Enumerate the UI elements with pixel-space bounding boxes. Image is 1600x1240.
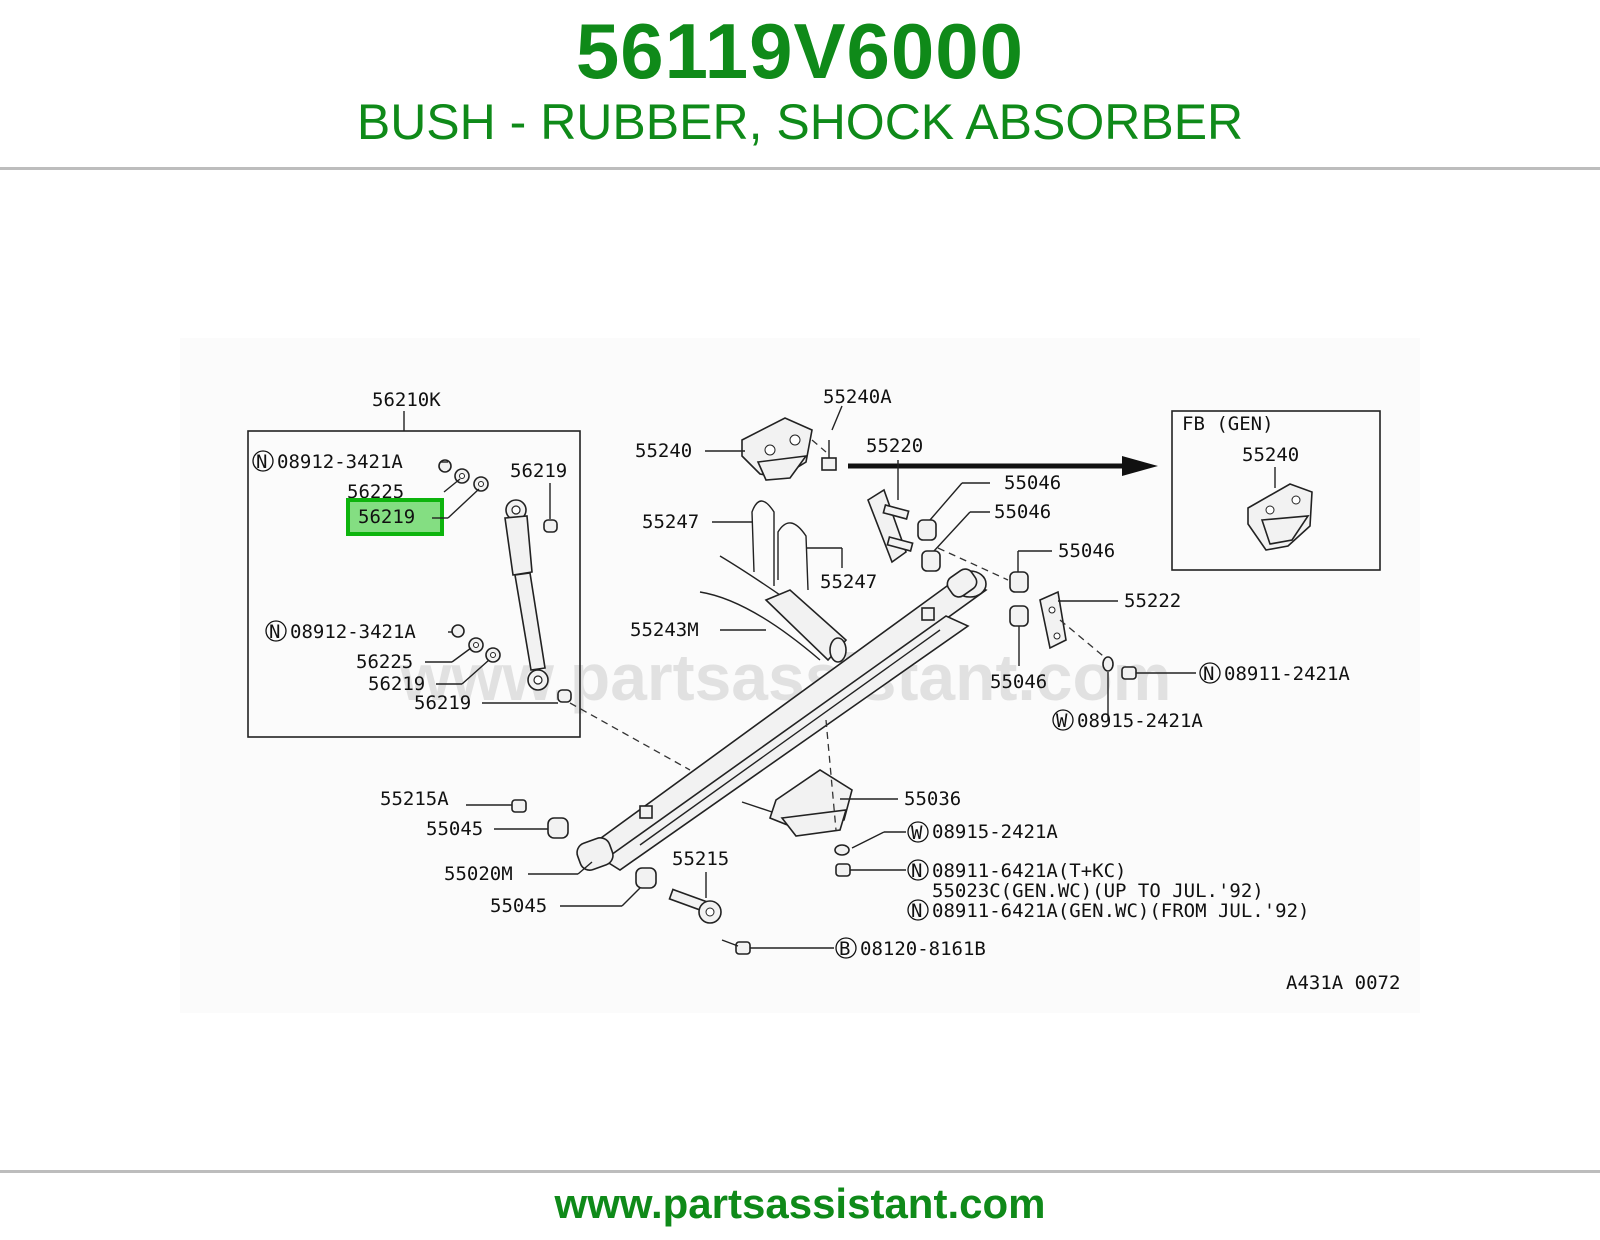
symbol-N-right: N [1203, 663, 1214, 685]
label-55215A: 55215A [380, 788, 449, 810]
highlighted-part-56219[interactable] [346, 498, 444, 536]
label-56210K: 56210K [372, 389, 441, 411]
label-55247-a: 55247 [642, 511, 699, 533]
label-55046-b: 55046 [994, 501, 1051, 523]
inset-box-label: FB (GEN) [1182, 413, 1274, 435]
label-08911-2421A: 08911-2421A [1224, 663, 1350, 685]
symbol-B: B [839, 938, 850, 960]
label-08912-3421A-top: 08912-3421A [277, 451, 403, 473]
part-number-title: 56119V6000 [575, 7, 1025, 95]
upper-mount-hardware [438, 459, 558, 533]
label-08911-6421A-tkc: 08911-6421A(T+KC) [932, 860, 1126, 882]
label-55243M: 55243M [630, 619, 699, 641]
label-55240A: 55240A [823, 386, 892, 408]
bushing-55045-b [635, 867, 657, 889]
spring-shackle [867, 488, 914, 564]
label-55046-c: 55046 [1058, 540, 1115, 562]
label-55020M: 55020M [444, 863, 513, 885]
label-56219-low: 56219 [414, 692, 471, 714]
nut-55215A [511, 799, 527, 813]
label-56219-top-right: 56219 [510, 460, 567, 482]
label-08120-8161B: 08120-8161B [860, 938, 986, 960]
symbol-N-b: N [911, 860, 922, 882]
spring-hanger-bracket [741, 417, 813, 481]
shackle-plate [1039, 590, 1067, 650]
label-55215: 55215 [672, 848, 729, 870]
label-55036: 55036 [904, 788, 961, 810]
symbol-W-right: W [1056, 710, 1068, 732]
spring-pin [668, 888, 722, 924]
leaf-spring [576, 568, 988, 871]
label-56219-mid: 56219 [368, 673, 425, 695]
lower-mount-hardware [451, 624, 572, 703]
header-divider [0, 167, 1600, 170]
bolt-55240A [821, 457, 837, 471]
symbol-W-b: W [911, 822, 923, 844]
footer-divider [0, 1170, 1600, 1173]
label-55240: 55240 [635, 440, 692, 462]
u-bolts [751, 500, 809, 591]
label-55045-b: 55045 [490, 895, 547, 917]
label-55045-a: 55045 [426, 818, 483, 840]
footer-website[interactable]: www.partsassistant.com [554, 1180, 1046, 1227]
shock-absorber-kit-box [247, 430, 581, 738]
inset-bracket [1247, 483, 1313, 551]
label-55222: 55222 [1124, 590, 1181, 612]
nut-08911-2421A [1121, 666, 1137, 680]
label-55023C: 55023C(GEN.WC)(UP TO JUL.'92) [932, 880, 1264, 902]
shock-absorber [504, 499, 549, 691]
diagram-code: A431A 0072 [1286, 972, 1400, 994]
part-name-subtitle: BUSH - RUBBER, SHOCK ABSORBER [356, 94, 1244, 150]
bolt-08120-8161B [735, 941, 751, 955]
label-55046-d: 55046 [990, 671, 1047, 693]
inset-box-fb-gen [1171, 410, 1381, 571]
symbol-N: N [256, 451, 267, 473]
bushing-55045-a [547, 817, 569, 839]
label-55247-b: 55247 [820, 571, 877, 593]
label-08911-6421A-gen: 08911-6421A(GEN.WC)(FROM JUL.'92) [932, 900, 1310, 922]
label-08915-2421A-a: 08915-2421A [1077, 710, 1203, 732]
axle-tube [699, 555, 848, 663]
label-56225-mid: 56225 [356, 651, 413, 673]
washer-08915-2421A [1102, 656, 1114, 672]
symbol-N-c: N [911, 900, 922, 922]
symbol-N-mid: N [269, 621, 280, 643]
label-08915-2421A-b: 08915-2421A [932, 821, 1058, 843]
label-55046-a: 55046 [1004, 472, 1061, 494]
label-08912-3421A-mid: 08912-3421A [290, 621, 416, 643]
label-56219-highlighted: 56219 [358, 506, 415, 528]
label-55240-inset: 55240 [1242, 444, 1299, 466]
label-55220: 55220 [866, 435, 923, 457]
washer-08915-2421A-b [834, 844, 850, 856]
nut-08911-6421A [835, 863, 851, 877]
label-56225-top: 56225 [347, 481, 404, 503]
